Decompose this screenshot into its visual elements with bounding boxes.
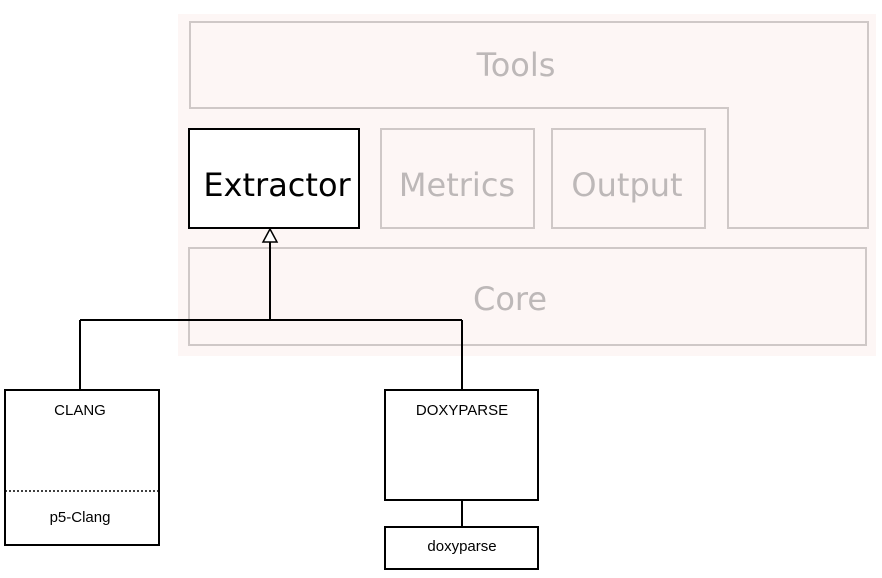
doxyparse-class-box [384, 389, 539, 501]
extractor-module [188, 128, 360, 229]
core-module [188, 247, 867, 346]
metrics-label: Metrics [399, 166, 515, 204]
clang-class-box [4, 389, 160, 546]
core-label: Core [473, 280, 547, 318]
clang-member: p5-Clang [50, 509, 111, 526]
inheritance-arrowhead-icon [261, 227, 279, 243]
doxyparse-class-name: DOXYPARSE [416, 402, 508, 419]
doxyparse-dependency-box [384, 526, 539, 570]
inheritance-connector [79, 227, 463, 390]
metrics-module [380, 128, 535, 229]
output-module [551, 128, 706, 229]
tools-label: Tools [476, 46, 556, 84]
output-label: Output [571, 166, 682, 204]
tools-module [189, 21, 869, 229]
extractor-label: Extractor [203, 166, 351, 204]
clang-class-name: CLANG [54, 402, 106, 419]
doxyparse-dependency-label: doxyparse [427, 538, 496, 555]
